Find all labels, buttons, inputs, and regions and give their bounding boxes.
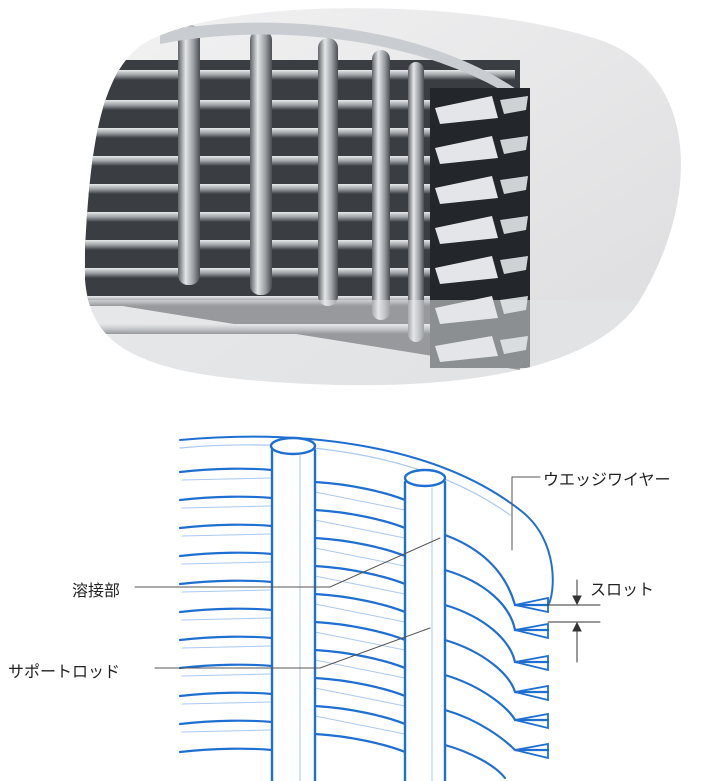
top-rim	[160, 22, 525, 105]
diagram-wires-right	[443, 533, 550, 780]
label-slot: スロット	[590, 580, 655, 599]
vertical-rods	[178, 25, 424, 342]
diagram-wires-middle	[313, 480, 407, 754]
diagram-support-rod-1	[269, 436, 317, 781]
leader-lines	[134, 476, 541, 669]
wedge-wire-screen-photo	[84, 8, 681, 386]
label-wedge-wire: ウエッジワイヤー	[543, 470, 671, 489]
label-weld: 溶接部	[72, 581, 121, 600]
diagram-outer-rim	[179, 435, 554, 606]
diagram-wedge-profiles	[514, 596, 549, 760]
diagram-wires-left	[178, 467, 274, 754]
diagram-support-rod-2	[403, 468, 447, 781]
wedge-wire-structure-diagram	[134, 435, 601, 781]
photo-floor-reflection	[85, 300, 681, 386]
slot-dimension	[547, 579, 601, 663]
label-support-rod: サポートロッド	[8, 662, 121, 681]
